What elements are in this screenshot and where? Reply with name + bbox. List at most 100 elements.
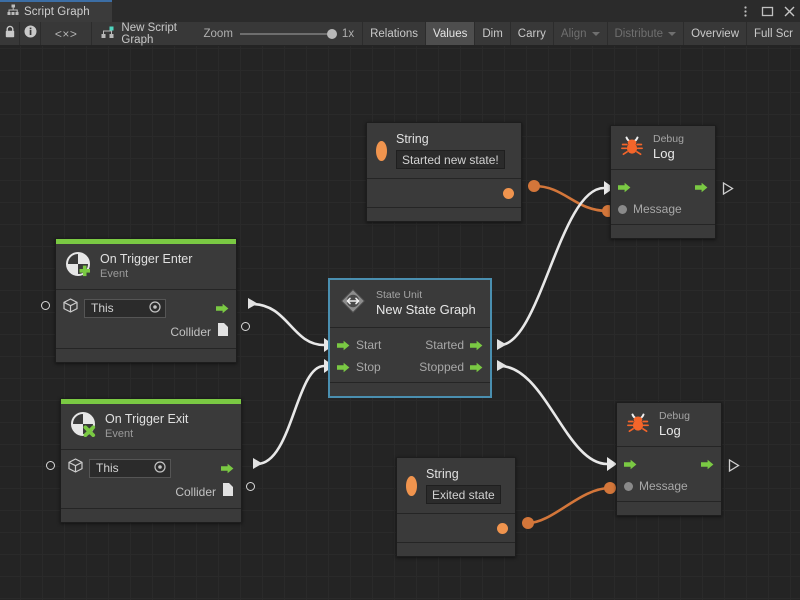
kebab-menu-icon[interactable] xyxy=(739,5,752,18)
output-port-collider[interactable] xyxy=(222,482,234,502)
external-flow-arrow[interactable] xyxy=(496,359,508,372)
node-debug-log-top[interactable]: Debug Log Message xyxy=(610,125,716,239)
toolbar-button-distribute[interactable]: Distribute xyxy=(606,22,684,45)
graph-name-label: New Script Graph xyxy=(121,21,178,46)
node-header: On Trigger Enter Event xyxy=(56,244,236,290)
toolbar-button-carry[interactable]: Carry xyxy=(509,22,553,45)
toolbar-button-align-label: Align xyxy=(560,27,587,40)
external-output-arrow[interactable] xyxy=(722,182,734,195)
node-title: Debug xyxy=(659,410,690,422)
node-accent-bar xyxy=(56,239,236,244)
output-port-collider[interactable] xyxy=(217,322,229,342)
tab-script-graph[interactable]: Script Graph xyxy=(0,0,112,22)
node-body: Start Started Stop Stopped xyxy=(330,328,490,382)
toolbar-button-fullscreen[interactable]: Full Scr xyxy=(746,22,800,45)
zoom-label: Zoom xyxy=(203,27,233,40)
output-port-flow[interactable] xyxy=(695,182,708,193)
external-output-circle[interactable] xyxy=(241,322,250,331)
node-body: This xyxy=(56,290,236,348)
input-port-flow[interactable] xyxy=(618,182,631,193)
zoom-control[interactable]: Zoom 1x xyxy=(198,22,363,45)
lock-button[interactable] xyxy=(0,22,21,45)
port-row-stop: Stop Stopped xyxy=(330,356,490,378)
toolbar-button-dim[interactable]: Dim xyxy=(474,22,509,45)
node-body: Message xyxy=(617,447,721,501)
window-controls xyxy=(739,0,796,22)
node-on-trigger-enter[interactable]: On Trigger Enter Event This xyxy=(55,238,237,363)
port-label-start: Start xyxy=(356,338,382,352)
external-input-circle[interactable] xyxy=(46,461,55,470)
node-title: String xyxy=(426,467,459,481)
toolbar-button-values[interactable]: Values xyxy=(425,22,475,45)
node-footer xyxy=(61,508,241,522)
output-port-stopped[interactable] xyxy=(470,362,483,373)
target-dropdown[interactable]: This xyxy=(84,298,166,318)
node-string-bottom[interactable]: String Exited state xyxy=(396,457,516,557)
zoom-value: 1x xyxy=(341,27,355,40)
output-port-value[interactable] xyxy=(503,187,514,199)
output-port-flow[interactable] xyxy=(221,463,234,474)
node-state-unit[interactable]: State Unit New State Graph Start Started xyxy=(329,279,491,397)
external-flow-arrow[interactable] xyxy=(496,338,508,351)
toolbar-button-relations[interactable]: Relations xyxy=(362,22,425,45)
close-icon[interactable] xyxy=(783,5,796,18)
node-debug-log-bottom[interactable]: Debug Log Message xyxy=(616,402,722,516)
code-toggle-button[interactable]: <×> xyxy=(41,22,93,45)
graph-hierarchy-icon xyxy=(7,3,19,21)
output-port-flow[interactable] xyxy=(701,459,714,470)
input-port-flow[interactable] xyxy=(624,459,637,470)
port-label-stop: Stop xyxy=(356,360,381,374)
graph-canvas[interactable]: String Started new state! xyxy=(0,46,800,600)
output-port-value[interactable] xyxy=(497,522,508,534)
input-port-message[interactable] xyxy=(624,481,633,491)
chevron-down-icon xyxy=(668,31,677,36)
node-header: Debug Log xyxy=(611,126,715,170)
toolbar-button-overview[interactable]: Overview xyxy=(683,22,746,45)
node-string-top[interactable]: String Started new state! xyxy=(366,122,522,222)
node-subtitle: Event xyxy=(105,428,134,440)
port-label-stopped: Stopped xyxy=(419,360,464,374)
toolbar-button-align[interactable]: Align xyxy=(552,22,607,45)
external-flow-arrow[interactable] xyxy=(252,457,264,470)
node-accent-bar xyxy=(61,399,241,404)
output-port-flow[interactable] xyxy=(216,303,229,314)
target-dropdown-value: This xyxy=(91,301,114,315)
port-label-message: Message xyxy=(633,202,682,216)
node-subtitle: Log xyxy=(659,423,681,438)
bug-icon xyxy=(620,133,644,162)
node-footer xyxy=(367,207,521,221)
zoom-slider-knob[interactable] xyxy=(326,28,337,39)
event-enter-icon xyxy=(65,251,91,282)
node-footer xyxy=(56,348,236,362)
maximize-icon[interactable] xyxy=(761,5,774,18)
port-row-collider: Collider xyxy=(56,320,236,344)
external-output-circle[interactable] xyxy=(246,482,255,491)
port-row-output xyxy=(397,514,515,542)
input-port-stop[interactable] xyxy=(337,362,350,373)
target-picker-icon[interactable] xyxy=(154,460,166,476)
node-header: String Started new state! xyxy=(367,123,521,179)
external-input-circle[interactable] xyxy=(41,301,50,310)
target-picker-icon[interactable] xyxy=(149,300,161,316)
target-dropdown[interactable]: This xyxy=(89,458,171,478)
string-value-input[interactable]: Exited state xyxy=(426,485,501,504)
node-title: State Unit xyxy=(376,289,423,301)
zoom-slider[interactable] xyxy=(239,28,337,39)
output-port-started[interactable] xyxy=(470,340,483,351)
input-port-start[interactable] xyxy=(337,340,350,351)
node-on-trigger-exit[interactable]: On Trigger Exit Event This xyxy=(60,398,242,523)
state-unit-icon xyxy=(339,287,367,320)
node-body: Message xyxy=(611,170,715,224)
port-label-collider: Collider xyxy=(175,485,216,499)
string-value-input[interactable]: Started new state! xyxy=(396,150,505,169)
node-footer xyxy=(617,501,721,515)
string-value-icon xyxy=(376,140,387,161)
port-row-message: Message xyxy=(611,198,715,220)
external-output-arrow[interactable] xyxy=(728,459,740,472)
graph-name-field[interactable]: New Script Graph xyxy=(92,21,197,46)
input-port-message[interactable] xyxy=(618,204,627,214)
external-flow-arrow[interactable] xyxy=(247,297,259,310)
info-button[interactable] xyxy=(20,22,41,45)
node-body: This xyxy=(61,450,241,508)
node-footer xyxy=(397,542,515,556)
